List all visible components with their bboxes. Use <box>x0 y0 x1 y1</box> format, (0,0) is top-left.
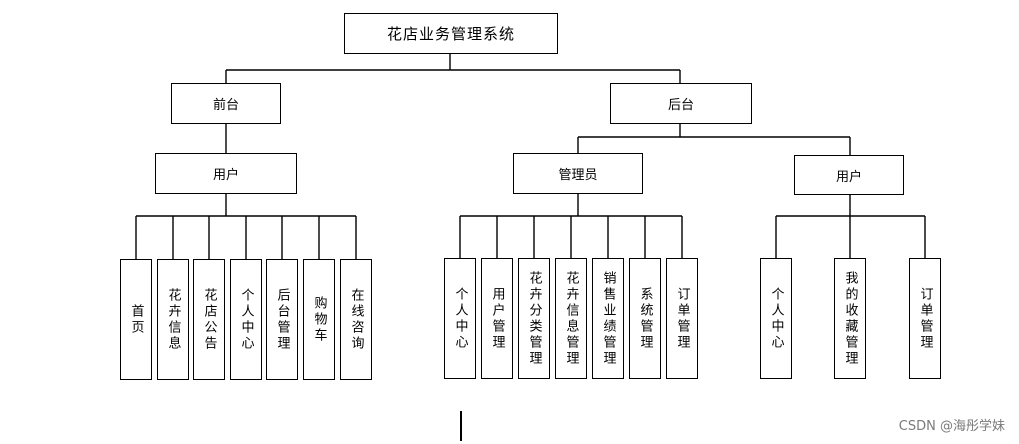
front-module-node: 购物车 <box>303 259 335 380</box>
admin-node-label: 管理员 <box>558 168 598 183</box>
text-cursor <box>460 411 462 441</box>
front-module-node: 首页 <box>120 259 152 380</box>
module-label: 销售业绩管理 <box>600 270 616 367</box>
module-label: 用户管理 <box>489 286 505 351</box>
back-user-module-node: 订单管理 <box>909 258 941 379</box>
front-module-node: 个人中心 <box>230 259 262 380</box>
module-label: 花卉分类管理 <box>526 270 542 367</box>
back-node: 后台 <box>610 83 752 124</box>
admin-module-node: 个人中心 <box>444 258 476 379</box>
front-module-node: 后台管理 <box>266 259 298 380</box>
admin-module-node: 订单管理 <box>666 258 698 379</box>
front-node-label: 前台 <box>212 98 239 113</box>
front-user-node-label: 用户 <box>212 168 239 183</box>
module-label: 个人中心 <box>238 287 254 352</box>
root-node-label: 花店业务管理系统 <box>386 25 515 43</box>
admin-module-node: 系统管理 <box>629 258 661 379</box>
module-label: 花卉信息 <box>165 287 181 352</box>
back-user-node: 用户 <box>794 155 904 195</box>
module-label: 我的收藏管理 <box>842 270 858 367</box>
root-node: 花店业务管理系统 <box>344 13 558 54</box>
module-label: 花卉信息管理 <box>563 270 579 367</box>
admin-module-node: 用户管理 <box>481 258 513 379</box>
front-user-node: 用户 <box>155 153 297 194</box>
front-node: 前台 <box>171 83 281 124</box>
back-user-module-node: 个人中心 <box>760 258 792 379</box>
module-label: 后台管理 <box>274 287 290 352</box>
back-user-node-label: 用户 <box>835 169 862 185</box>
watermark: CSDN @海彤学妹 <box>898 419 1005 434</box>
module-label: 订单管理 <box>674 286 690 351</box>
back-node-label: 后台 <box>667 98 694 113</box>
front-module-node: 花卉信息 <box>157 259 189 380</box>
module-label: 购物车 <box>311 295 327 344</box>
front-module-node: 花店公告 <box>193 259 225 380</box>
admin-module-node: 花卉信息管理 <box>555 258 587 379</box>
module-label: 个人中心 <box>452 286 468 351</box>
module-label: 个人中心 <box>768 286 784 351</box>
admin-module-node: 销售业绩管理 <box>592 258 624 379</box>
front-module-node: 在线咨询 <box>340 259 372 380</box>
admin-module-node: 花卉分类管理 <box>518 258 550 379</box>
module-label: 首页 <box>128 303 144 336</box>
module-label: 花店公告 <box>201 287 217 352</box>
module-label: 系统管理 <box>637 286 653 351</box>
back-user-module-node: 我的收藏管理 <box>834 258 866 379</box>
admin-node: 管理员 <box>513 153 643 194</box>
module-label: 在线咨询 <box>348 287 364 352</box>
module-label: 订单管理 <box>917 286 933 351</box>
